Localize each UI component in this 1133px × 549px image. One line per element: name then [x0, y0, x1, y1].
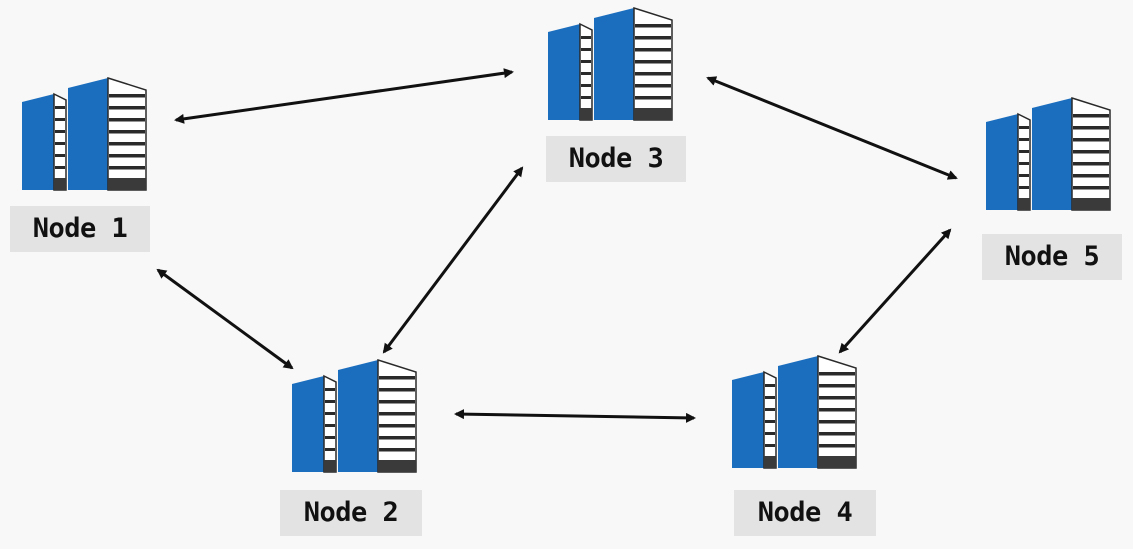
edge-node1-node2 [156, 268, 294, 370]
node-label: Node 1 [10, 206, 150, 252]
edge-node3-node5 [706, 76, 958, 180]
node-label: Node 3 [546, 136, 686, 182]
node-label: Node 5 [982, 234, 1122, 280]
server-building-icon [985, 97, 1111, 211]
node-label: Node 2 [280, 490, 422, 536]
edge-node2-node4 [454, 409, 696, 423]
server-building-icon [291, 359, 417, 473]
edge-node4-node5 [838, 228, 952, 354]
node-label: Node 4 [734, 490, 876, 536]
server-building-icon [731, 355, 857, 469]
server-building-icon [547, 7, 673, 121]
edge-node1-node3 [174, 68, 514, 124]
edge-node2-node3 [382, 166, 524, 354]
server-building-icon [21, 77, 147, 191]
